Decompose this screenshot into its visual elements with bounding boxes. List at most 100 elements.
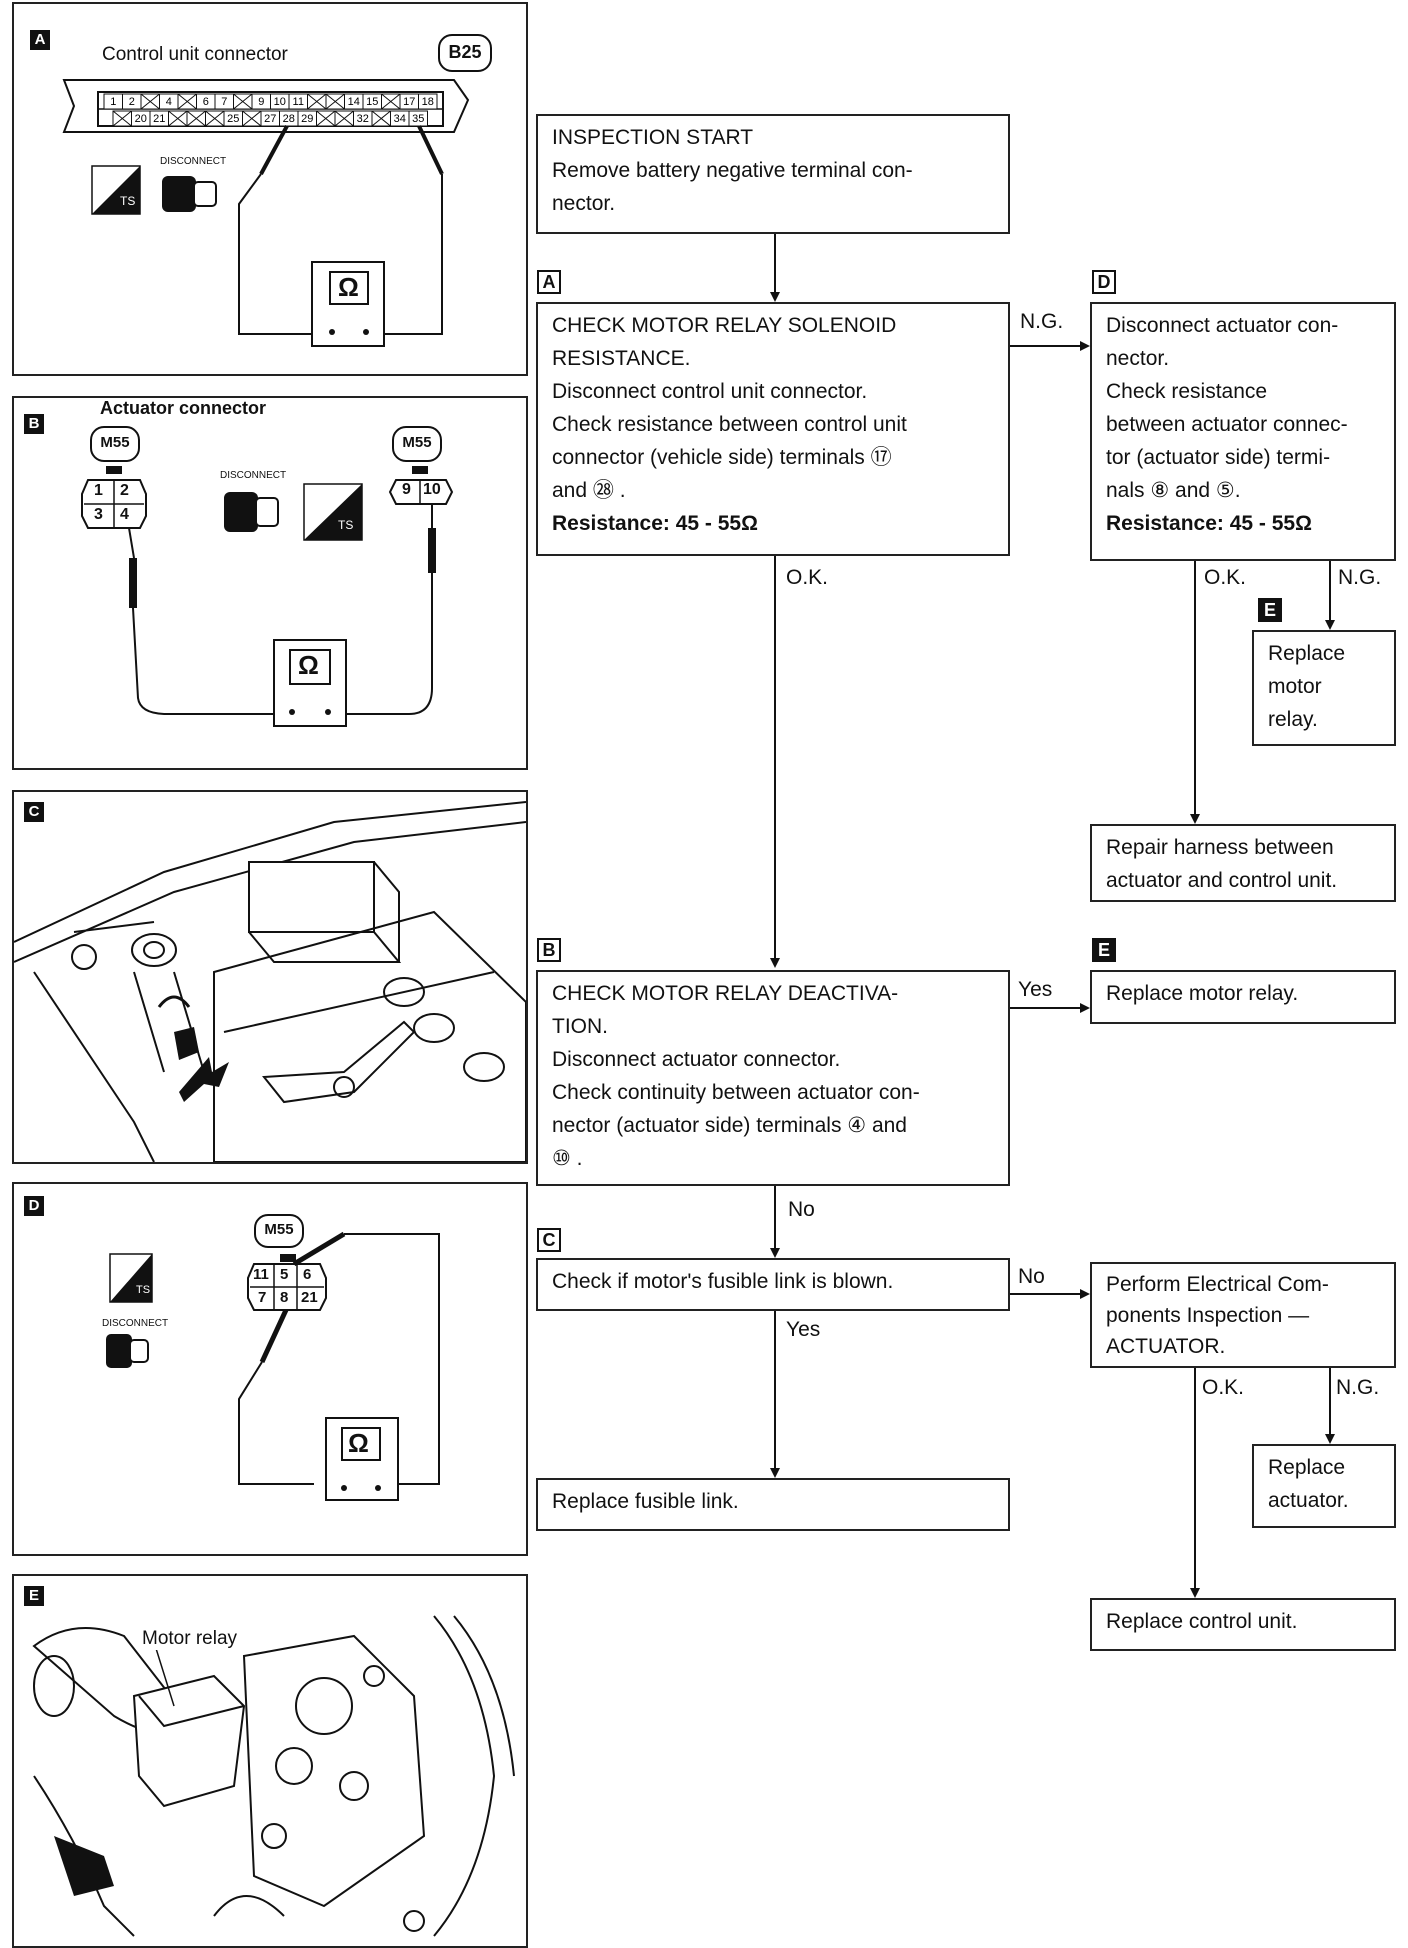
ohm-meter-symbol: Ω: [298, 650, 319, 680]
connector-pin-number: 21: [153, 113, 165, 125]
ts-label: TS: [136, 1284, 151, 1296]
connector-pin-number: 27: [264, 113, 276, 125]
step-line: RESISTANCE.: [552, 347, 691, 370]
panel-tag-d: D: [24, 1196, 44, 1216]
ts-label: TS: [338, 518, 354, 532]
connector-pin-number: 2: [129, 96, 135, 108]
step-line: motor: [1268, 675, 1322, 698]
disconnect-label: DISCONNECT: [102, 1318, 169, 1329]
unused-pin-mark: [316, 110, 336, 127]
flow-repair-harness: Repair harness between actuator and cont…: [1090, 824, 1396, 902]
connector-pin-number: 35: [412, 113, 424, 125]
disconnect-label: DISCONNECT: [220, 470, 287, 481]
unused-pin-mark: [177, 93, 197, 110]
panel-b-drawing: [81, 466, 454, 727]
connector-pin-number: 11: [293, 96, 304, 108]
unused-pin-mark: [140, 93, 160, 110]
step-line: relay.: [1268, 708, 1318, 731]
connector-pin-number: 9: [258, 96, 264, 108]
panel-d-drawing: [106, 1231, 440, 1501]
resistance-spec: Resistance: 45 - 55Ω: [1106, 512, 1312, 535]
unused-pin-mark: [112, 110, 132, 127]
connector-code-badge-left: M55: [90, 426, 140, 462]
panel-tag-a: A: [30, 30, 50, 50]
step-line: Replace: [1268, 1456, 1346, 1479]
pin-2: 2: [120, 482, 129, 499]
pin-5: 5: [280, 1266, 289, 1283]
flow-replace-actuator: Replace actuator.: [1252, 1444, 1396, 1528]
step-line: Perform Electrical Com-: [1106, 1273, 1329, 1296]
step-line: nector.: [1106, 347, 1170, 370]
unused-pin-mark: [242, 110, 262, 127]
flow-check-motor-relay-solenoid: CHECK MOTOR RELAY SOLENOID RESISTANCE. D…: [536, 302, 1010, 556]
panel-b-title: Actuator connector: [100, 398, 267, 418]
unused-pin-mark: [186, 110, 206, 127]
unused-pin-mark: [168, 110, 188, 127]
panel-e-motor-relay-photo: E Motor relay: [12, 1574, 528, 1948]
fusible-link-location-drawing: [14, 801, 526, 1162]
flow-inspection-start: INSPECTION START Remove battery negative…: [536, 114, 1010, 234]
label-ng: N.G.: [1338, 566, 1382, 589]
connector-pin-number: 20: [135, 113, 147, 125]
step-line: between actuator connec-: [1106, 413, 1348, 436]
panel-tag-c: C: [24, 802, 44, 822]
connector-code-badge-right: M55: [392, 426, 442, 462]
connector-pin-number: 14: [348, 96, 360, 108]
start-line: nector.: [552, 192, 616, 215]
connector-code-badge: B25: [438, 34, 492, 72]
connector-pin-number: 18: [422, 96, 434, 108]
ohm-meter-symbol: Ω: [348, 1428, 369, 1458]
label-ng: N.G.: [1336, 1376, 1380, 1399]
connector-pin-number: 29: [301, 113, 313, 125]
motor-relay-label: Motor relay: [140, 1628, 240, 1650]
label-yes: Yes: [1018, 978, 1053, 1001]
step-line: Disconnect actuator connector.: [552, 1048, 841, 1071]
step-line: Replace control unit.: [1106, 1610, 1298, 1633]
connector-pin-number: 25: [227, 113, 239, 125]
connector-pin-number: 28: [283, 113, 295, 125]
step-line: Repair harness between: [1106, 836, 1334, 859]
connector-pin-number: 32: [357, 113, 369, 125]
flow-check-fusible-link: Check if motor's fusible link is blown.: [536, 1258, 1010, 1311]
step-line: TION.: [552, 1015, 608, 1038]
step-line: nector (actuator side) terminals ④ and: [552, 1114, 907, 1137]
pin-9: 9: [402, 481, 411, 498]
disconnect-label: DISCONNECT: [160, 156, 227, 167]
connector-pin-cell: [418, 93, 438, 110]
pin-8: 8: [280, 1289, 289, 1306]
start-line: Remove battery negative terminal con-: [552, 159, 913, 182]
step-line: Replace motor relay.: [1106, 982, 1299, 1005]
start-title: INSPECTION START: [552, 126, 754, 149]
connector-pin-number: 10: [274, 96, 286, 108]
label-ok: O.K.: [1204, 566, 1247, 589]
connector-pin-number: 4: [166, 96, 172, 108]
step-line: connector (vehicle side) terminals ⑰: [552, 446, 892, 469]
pin-1: 1: [94, 482, 103, 499]
ts-label: TS: [120, 194, 136, 208]
panel-tag-b: B: [24, 414, 44, 434]
flow-tag-a: A: [537, 270, 561, 294]
connector-pin-number: 1: [110, 96, 116, 108]
step-line: Disconnect control unit connector.: [552, 380, 868, 403]
panel-a-title: Control unit connector: [102, 44, 288, 65]
step-line: ACTUATOR.: [1106, 1335, 1226, 1358]
resistance-spec: Resistance: 45 - 55Ω: [552, 512, 758, 535]
pin-7: 7: [258, 1289, 267, 1306]
label-ng: N.G.: [1020, 310, 1064, 333]
unused-pin-mark: [307, 93, 327, 110]
step-line: Check resistance: [1106, 380, 1268, 403]
panel-d-actuator-connector: D M55 11 5 6 7 8 21 TS DISCONNECT Ω: [12, 1182, 528, 1556]
step-line: CHECK MOTOR RELAY DEACTIVA-: [552, 982, 899, 1005]
connector-pin-number: 6: [203, 96, 209, 108]
step-line: Check if motor's fusible link is blown.: [552, 1270, 894, 1293]
flow-replace-motor-relay: Replace motor relay.: [1252, 630, 1396, 746]
unused-pin-mark: [205, 110, 225, 127]
step-line: tor (actuator side) termi-: [1106, 446, 1331, 469]
flow-replace-motor-relay: Replace motor relay.: [1090, 970, 1396, 1024]
unused-pin-mark: [233, 93, 253, 110]
step-line: and ㉘ .: [552, 479, 626, 502]
flow-replace-control-unit: Replace control unit.: [1090, 1598, 1396, 1651]
connector-pin-number: 34: [394, 113, 406, 125]
connector-pin-number: 17: [403, 96, 415, 108]
